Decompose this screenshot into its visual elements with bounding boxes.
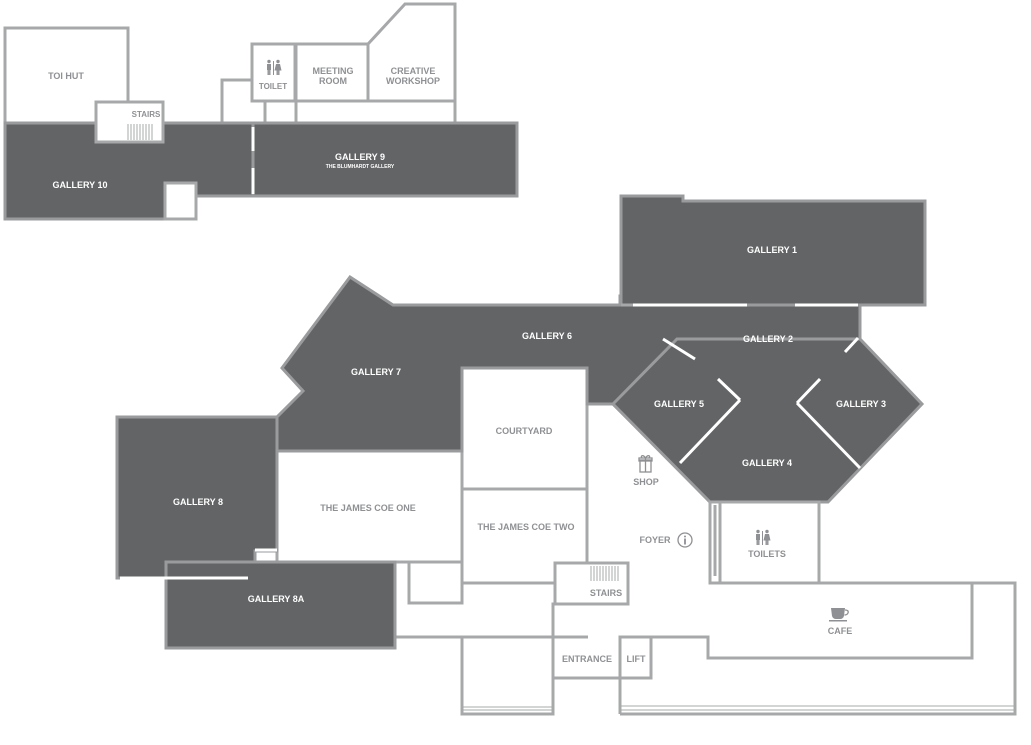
entrance-porch (460, 637, 555, 716)
label-james-coe-one: THE JAMES COE ONE (320, 503, 416, 513)
label-meeting-room-1: MEETING (312, 66, 353, 76)
g3-wall (843, 336, 860, 354)
label-gallery-9-sub: THE BLUMHARDT GALLERY (326, 164, 395, 170)
info-icon (677, 532, 693, 548)
label-stairs-upper: STAIRS (132, 110, 161, 119)
lower-floor: GALLERY 1 GALLERY 2 GALLERY 3 GALLERY 4 … (115, 194, 1017, 716)
label-toilet-upper: TOILET (259, 82, 287, 91)
label-lift-upper: LIFT (172, 200, 189, 209)
label-shop: SHOP (633, 477, 659, 487)
label-meeting-room-2: ROOM (319, 76, 347, 86)
room-gallery-8a[interactable] (164, 560, 397, 650)
coffee-cup-icon (829, 608, 849, 622)
stairs-treads-lower (590, 566, 619, 581)
label-gallery-3: GALLERY 3 (836, 399, 886, 409)
g3-wall-2 (795, 401, 862, 470)
toilet-icon (756, 529, 771, 545)
stairs-upper[interactable] (94, 100, 165, 144)
g5-wall-2 (678, 398, 742, 465)
label-lift-lower: LIFT (627, 654, 646, 664)
corridor-wall (220, 78, 252, 123)
label-creative-workshop-2: WORKSHOP (386, 76, 440, 86)
label-gallery-8a: GALLERY 8A (248, 594, 305, 604)
label-gallery-6: GALLERY 6 (522, 331, 572, 341)
g5-wall-3 (716, 377, 742, 402)
label-cafe: CAFE (828, 626, 853, 636)
label-gallery-10: GALLERY 10 (52, 180, 107, 190)
label-courtyard: COURTYARD (496, 426, 553, 436)
label-gallery-1: GALLERY 1 (747, 245, 797, 255)
toilets-wall (708, 500, 720, 583)
label-gallery-4: GALLERY 4 (742, 458, 792, 468)
gift-icon (638, 455, 653, 473)
label-gallery-2: GALLERY 2 (743, 334, 793, 344)
stairs-treads-upper (127, 124, 153, 140)
label-stairs-lower: STAIRS (590, 588, 622, 598)
room-creative-workshop[interactable] (366, 2, 457, 103)
label-gallery-8: GALLERY 8 (173, 497, 223, 507)
label-james-coe-two: THE JAMES COE TWO (477, 522, 574, 532)
lift-lower[interactable] (618, 635, 653, 680)
label-gallery-9: GALLERY 9 (335, 152, 385, 162)
cafe-terrace-wall (620, 581, 1017, 716)
lift-upper[interactable] (163, 181, 198, 221)
label-gallery-7: GALLERY 7 (351, 367, 401, 377)
toilet-icon (267, 59, 282, 75)
label-gallery-5: GALLERY 5 (654, 399, 704, 409)
label-foyer: FOYER (639, 535, 671, 545)
store-room (407, 560, 464, 605)
upper-floor: TOI HUT STAIRS TOILET MEETING ROOM CREAT… (3, 2, 519, 221)
label-toi-hut: TOI HUT (48, 71, 84, 81)
label-entrance: ENTRANCE (562, 654, 612, 664)
label-creative-workshop-1: CREATIVE (391, 66, 436, 76)
g5-wall (662, 337, 696, 361)
g3-wall-3 (795, 377, 822, 405)
room-toilets-lower[interactable] (718, 500, 821, 585)
label-toilets: TOILETS (748, 549, 786, 559)
